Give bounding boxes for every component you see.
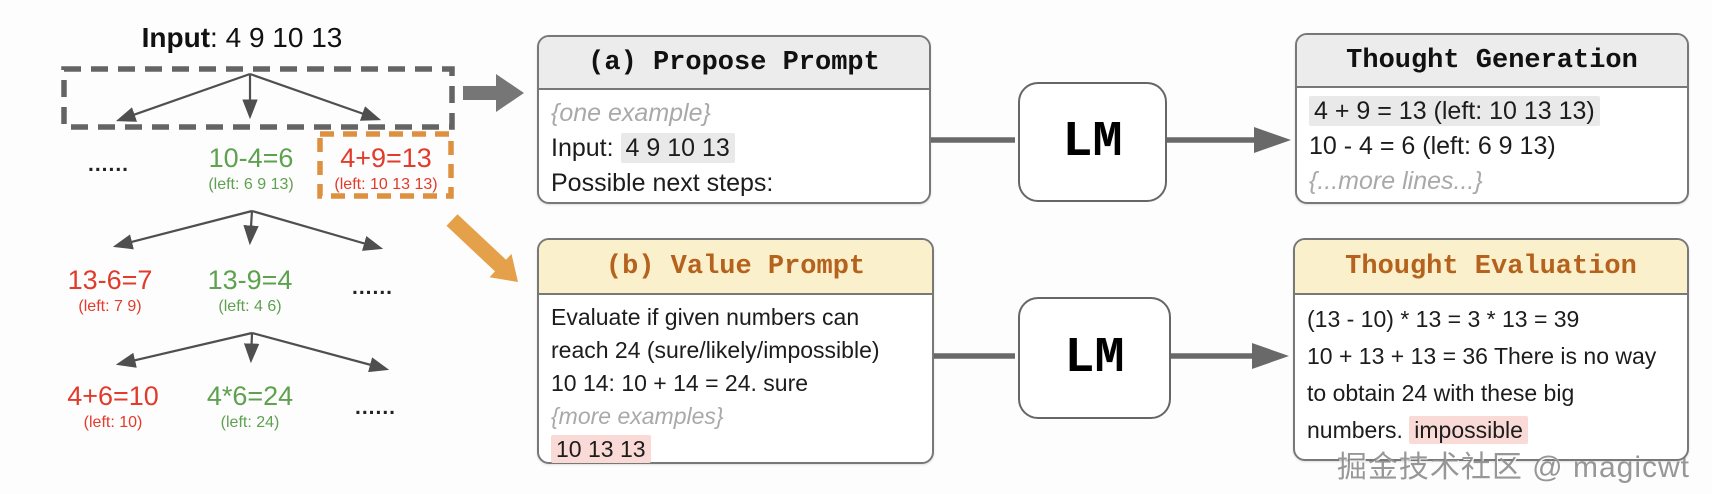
lm-label: LM xyxy=(1062,113,1123,171)
node-equation: 4+6=10 xyxy=(67,381,159,411)
value-query-line: 10 13 13 xyxy=(551,433,920,466)
propose-prompt-box: (a) Propose Prompt {one example} Input: … xyxy=(537,35,931,204)
to-value-arrow xyxy=(446,214,518,282)
evaluation-line-2: 10 + 13 + 13 = 36 There is no way xyxy=(1307,343,1657,369)
selected-thought-dashed-frame xyxy=(317,131,454,199)
propose-input-numbers: 4 9 10 13 xyxy=(620,133,735,163)
generated-thought-1: 4 + 9 = 13 (left: 10 13 13) xyxy=(1309,94,1675,129)
tree-node-4x6-24: 4*6=24 (left: 24) xyxy=(165,382,335,434)
thought-generation-header: Thought Generation xyxy=(1297,35,1687,88)
propose-prompt-header: (a) Propose Prompt xyxy=(539,37,929,90)
level1-dashed-frame xyxy=(61,66,455,130)
node-left-numbers: (left: 24) xyxy=(220,414,280,431)
evaluation-line-4: numbers. impossible xyxy=(1307,412,1675,449)
node-equation: 13-9=4 xyxy=(207,265,293,295)
evaluation-line-3: to obtain 24 with these big xyxy=(1307,380,1575,406)
more-examples-placeholder: {more examples} xyxy=(551,403,724,429)
lm-label: LM xyxy=(1064,329,1125,387)
tree-input-title: Input: 4 9 10 13 xyxy=(97,22,387,54)
generated-thought-1-text: 4 + 9 = 13 (left: 10 13 13) xyxy=(1309,96,1600,126)
evaluation-verdict: impossible xyxy=(1409,416,1528,444)
thought-evaluation-header: Thought Evaluation xyxy=(1295,240,1687,295)
propose-next-steps-line: Possible next steps: xyxy=(551,169,774,197)
row2-arrowhead xyxy=(1252,343,1289,369)
tree-input-value: : 4 9 10 13 xyxy=(210,22,343,53)
tree-node-4-6-10: 4+6=10 (left: 10) xyxy=(28,382,198,434)
propose-prompt-body: {one example} Input: 4 9 10 13 Possible … xyxy=(539,90,929,201)
thought-evaluation-body: (13 - 10) * 13 = 3 * 13 = 39 10 + 13 + 1… xyxy=(1295,295,1687,449)
tree-arrows-level2 xyxy=(112,209,384,251)
value-instruction-line2: reach 24 (sure/likely/impossible) xyxy=(551,337,880,363)
evaluation-line-4-prefix: numbers. xyxy=(1307,417,1410,443)
row1-arrowhead xyxy=(1254,127,1291,153)
node-equation: 10-4=6 xyxy=(208,143,294,173)
lm-box-bottom: LM xyxy=(1018,297,1171,419)
tree-ellipsis-level1: ...... xyxy=(88,153,130,176)
propose-input-line: Input: 4 9 10 13 xyxy=(551,131,917,166)
tree-input-label: Input xyxy=(141,22,211,53)
value-example-line: 10 14: 10 + 14 = 24. sure xyxy=(551,370,809,396)
to-propose-arrow xyxy=(463,74,524,112)
tree-arrows-level1 xyxy=(115,72,382,122)
value-prompt-box: (b) Value Prompt Evaluate if given numbe… xyxy=(537,238,934,464)
propose-input-prefix: Input: xyxy=(551,134,621,162)
tree-node-4-9-13: 4+9=13 (left: 10 13 13) xyxy=(301,144,471,196)
propose-example-placeholder: {one example} xyxy=(551,99,711,127)
node-left-numbers: (left: 4 6) xyxy=(218,298,282,315)
tree-node-13-9-4: 13-9=4 (left: 4 6) xyxy=(165,266,335,318)
value-prompt-title: (b) Value Prompt xyxy=(605,251,866,282)
value-prompt-body: Evaluate if given numbers can reach 24 (… xyxy=(539,295,932,466)
generated-thought-2: 10 - 4 = 6 (left: 6 9 13) xyxy=(1309,132,1556,160)
more-lines-placeholder: {...more lines...} xyxy=(1309,167,1483,195)
node-equation: 13-6=7 xyxy=(67,265,153,295)
value-query-numbers: 10 13 13 xyxy=(551,435,651,463)
tree-node-13-6-7: 13-6=7 (left: 7 9) xyxy=(25,266,195,318)
thought-evaluation-title: Thought Evaluation xyxy=(1345,251,1637,282)
node-equation: 4+9=13 xyxy=(340,143,432,173)
tree-arrows-level3 xyxy=(115,331,390,373)
tree-node-10-4-6: 10-4=6 (left: 6 9 13) xyxy=(166,144,336,196)
thought-evaluation-box: Thought Evaluation (13 - 10) * 13 = 3 * … xyxy=(1293,238,1689,461)
propose-prompt-title: (a) Propose Prompt xyxy=(588,47,880,78)
value-instruction-line1: Evaluate if given numbers can xyxy=(551,304,860,330)
node-left-numbers: (left: 7 9) xyxy=(78,298,142,315)
thought-generation-title: Thought Generation xyxy=(1346,45,1638,76)
node-left-numbers: (left: 10 13 13) xyxy=(334,176,438,193)
watermark: 掘金技术社区 @ magicwt xyxy=(1336,451,1690,484)
tree-ellipsis-level2: ...... xyxy=(352,276,394,299)
tree-ellipsis-level3: ...... xyxy=(355,396,397,419)
node-left-numbers: (left: 6 9 13) xyxy=(208,176,294,193)
node-equation: 4*6=24 xyxy=(206,381,294,411)
lm-box-top: LM xyxy=(1018,82,1167,202)
value-prompt-header: (b) Value Prompt xyxy=(539,240,932,295)
node-left-numbers: (left: 10) xyxy=(83,414,143,431)
thought-generation-box: Thought Generation 4 + 9 = 13 (left: 10 … xyxy=(1295,33,1689,204)
evaluation-line-1: (13 - 10) * 13 = 3 * 13 = 39 xyxy=(1307,306,1580,332)
thought-generation-body: 4 + 9 = 13 (left: 10 13 13) 10 - 4 = 6 (… xyxy=(1297,88,1687,199)
